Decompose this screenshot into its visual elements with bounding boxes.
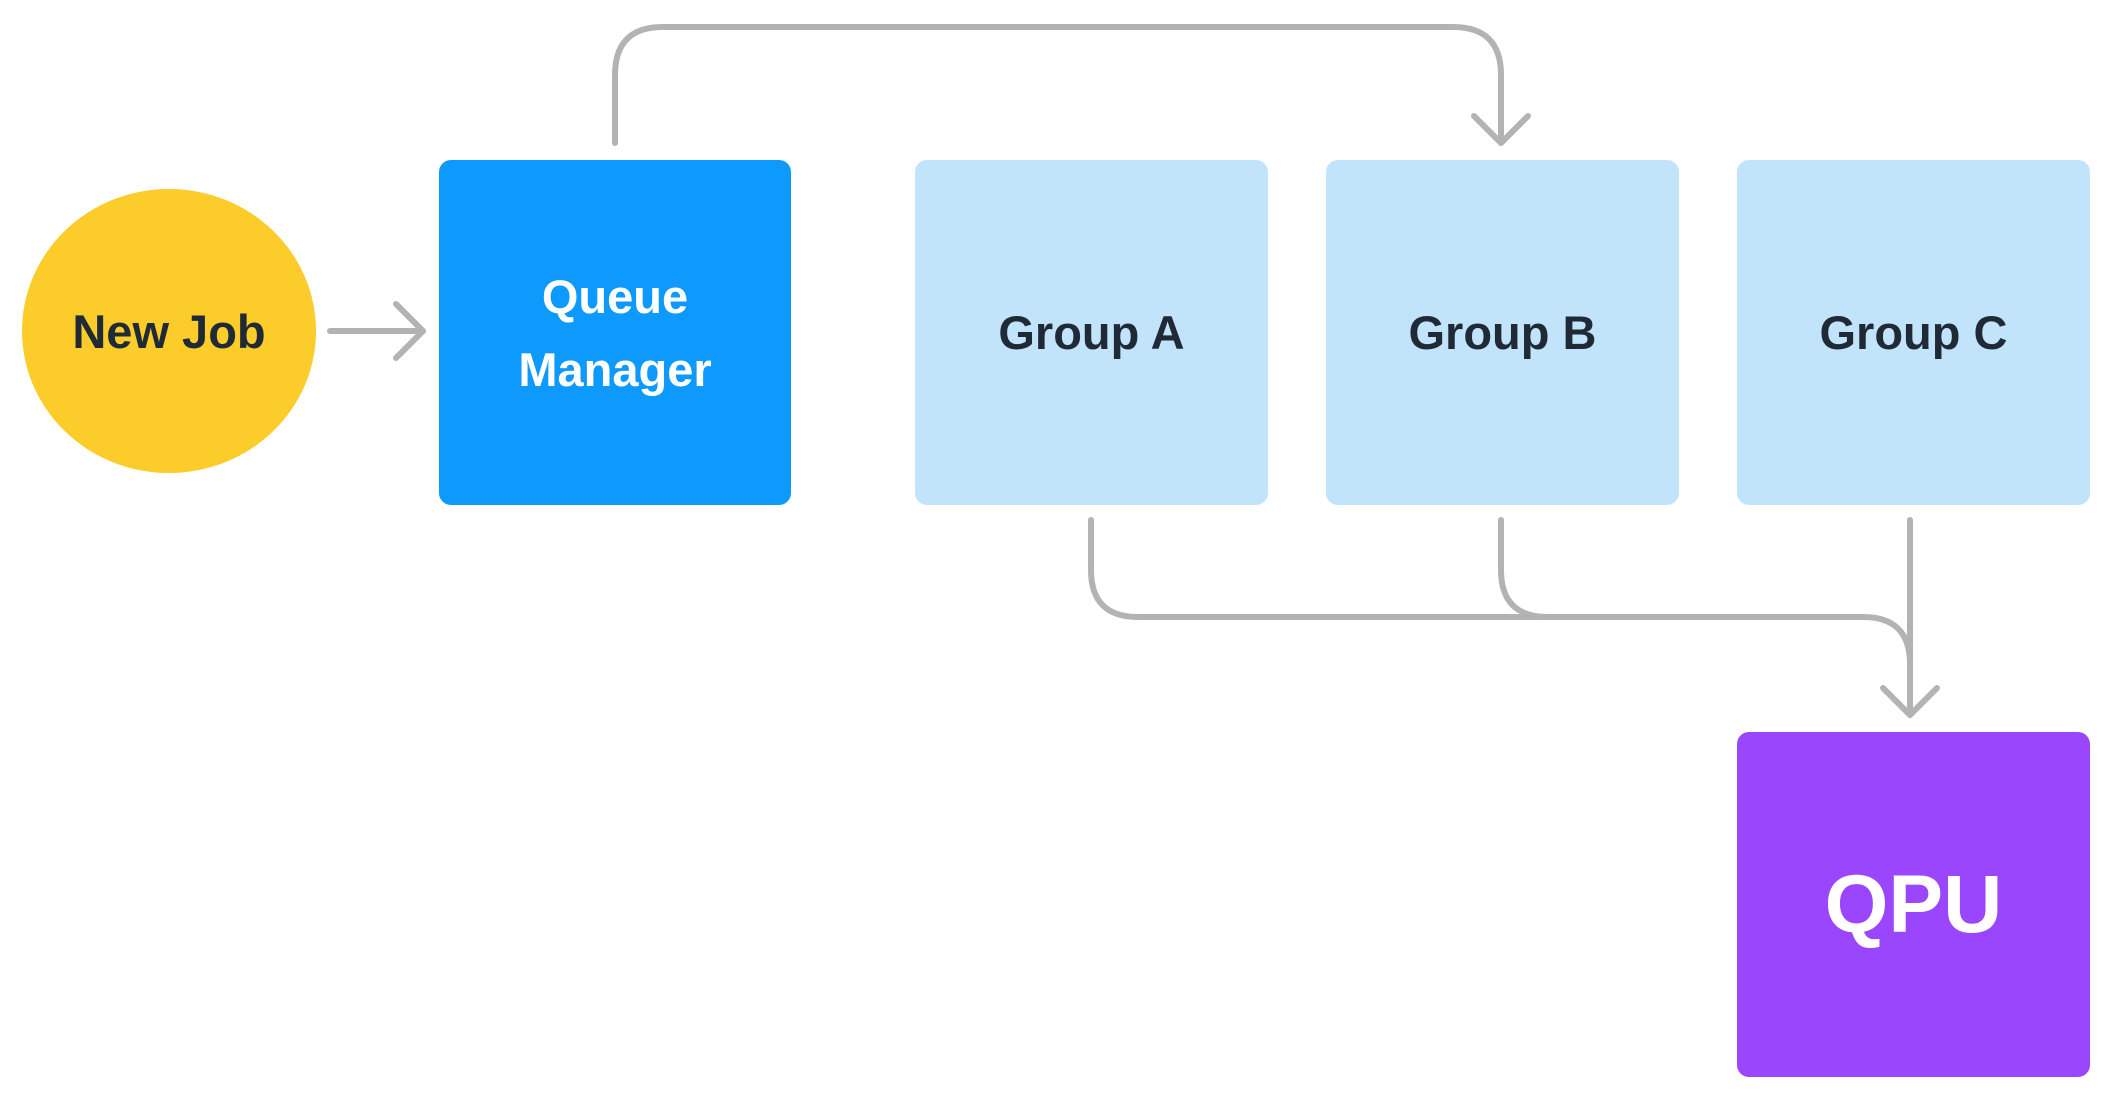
group-a-node: Group A bbox=[915, 160, 1268, 505]
group-b-node: Group B bbox=[1326, 160, 1679, 505]
group-b-label: Group B bbox=[1408, 306, 1597, 359]
qpu-node: QPU bbox=[1737, 732, 2090, 1077]
group-c-label: Group C bbox=[1819, 306, 2008, 359]
group-c-node: Group C bbox=[1737, 160, 2090, 505]
edge-queue-to-groupb bbox=[612, 24, 1504, 146]
edge-groupa-to-qpu bbox=[1088, 517, 1913, 667]
edge-groupb-to-qpu bbox=[1498, 517, 1551, 620]
new-job-label: New Job bbox=[72, 304, 266, 358]
queue-manager-node: Queue Manager bbox=[439, 160, 791, 505]
arrowhead-to-qpu bbox=[1880, 685, 1940, 718]
qpu-label: QPU bbox=[1824, 858, 2003, 950]
group-a-label: Group A bbox=[998, 306, 1185, 359]
arrowhead-newjob-to-queue bbox=[393, 301, 426, 361]
new-job-node: New Job bbox=[22, 189, 316, 473]
arrowhead-queue-to-groupb bbox=[1471, 113, 1531, 146]
queue-manager-label: Queue Manager bbox=[518, 269, 712, 396]
